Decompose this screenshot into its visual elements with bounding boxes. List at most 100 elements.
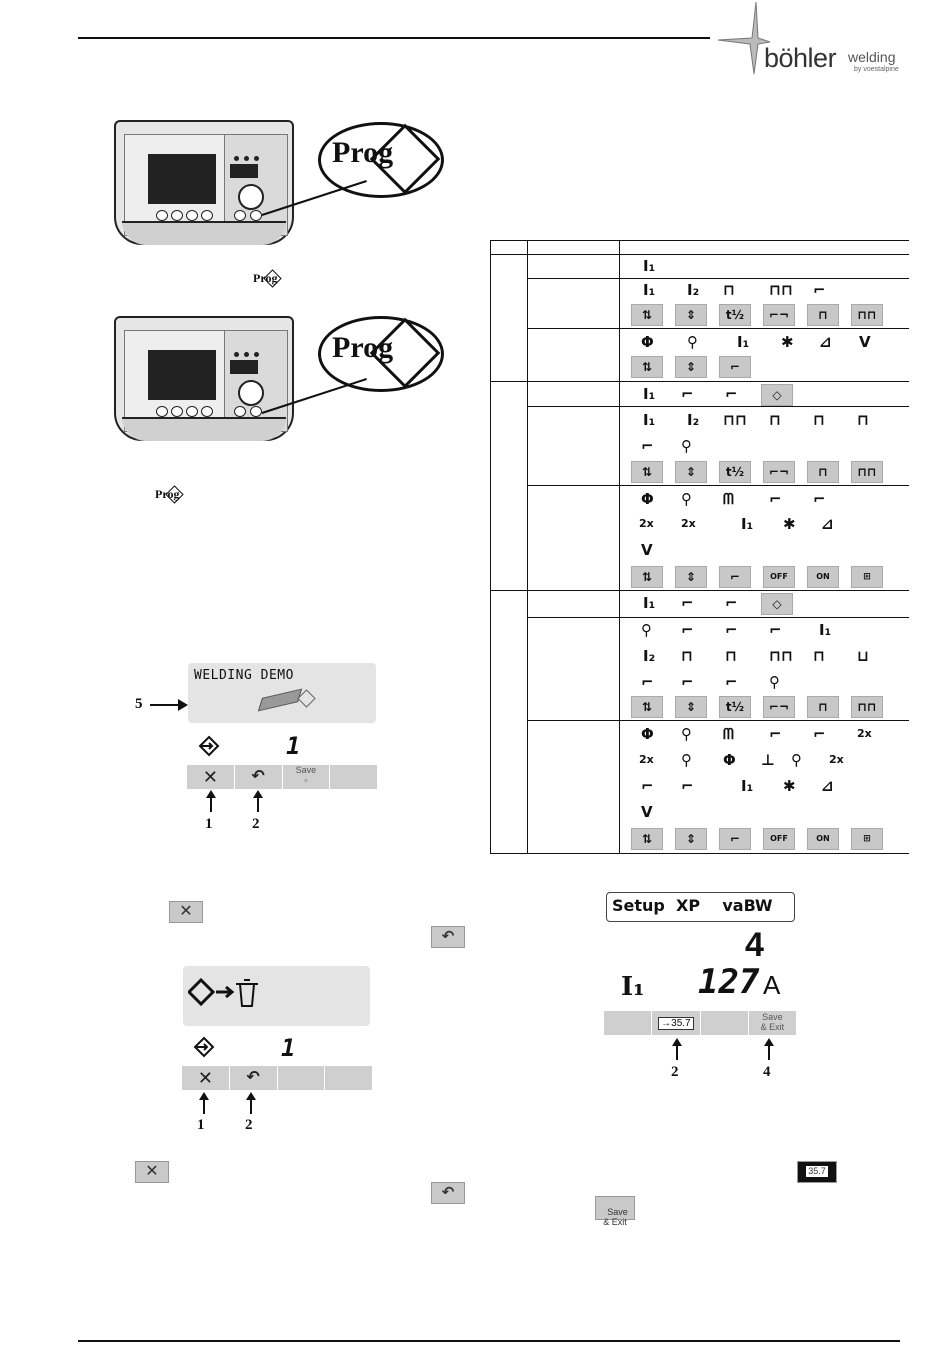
prog-callout-text-1: Prog: [332, 136, 394, 169]
undo-icon: ↶: [246, 1069, 260, 1086]
slope-icon: ⊿: [821, 777, 834, 795]
panel-button: [156, 406, 168, 417]
up-down-icon: ⇅: [631, 696, 663, 718]
close-icon: ✕: [197, 1068, 213, 1088]
pregas2-icon: ⚲: [681, 751, 692, 769]
pulse-percent-icon: ⊓: [725, 647, 737, 665]
softkey-value[interactable]: →35.7: [652, 1011, 701, 1035]
table-rule: [619, 240, 620, 854]
demo-softkey-bar: ✕ ↶ Save▫: [187, 765, 377, 789]
softkey-cancel[interactable]: ✕: [182, 1066, 230, 1090]
arrow-label-2: 2: [252, 816, 260, 832]
off-icon: OFF: [763, 828, 795, 850]
arrow-2: [253, 790, 263, 812]
delete-program-number: 1: [281, 1034, 296, 1062]
postgas-icon: ⚲: [769, 673, 780, 691]
ramp-icon: ⌐¬: [763, 461, 795, 483]
step-icon: ⌐: [719, 356, 751, 378]
arrow-label-1: 1: [197, 1117, 205, 1133]
softkey-back[interactable]: ↶: [230, 1066, 278, 1090]
pulse-percent-icon: ⊓: [813, 411, 825, 429]
softkey-save-label: Save: [295, 765, 317, 775]
updown-alt-icon: ⇕: [675, 566, 707, 588]
demo-screen-title: WELDING DEMO: [194, 668, 294, 683]
inline-close-icon: ✕: [169, 901, 203, 923]
softkey-cancel[interactable]: ✕: [187, 765, 235, 789]
softkey-value-box: →35.7: [658, 1017, 694, 1030]
torch-icon: ⚲: [687, 333, 698, 351]
inline-value-chip: 35.7: [797, 1161, 837, 1183]
symbol-phi: Φ: [641, 490, 654, 508]
crater-icon: ⊔: [857, 647, 869, 665]
phi-slope-icon: Φ: [723, 751, 736, 769]
boehler-logo-swoosh-icon: [717, 1, 771, 75]
t1t2-icon: t½: [719, 696, 751, 718]
panel-base: [122, 221, 286, 245]
t1t2-icon: t½: [719, 461, 751, 483]
pulse-ramp2-icon: ⊓⊓: [851, 461, 883, 483]
symbol-2x: 2x: [857, 727, 872, 740]
inline-value-chip-text: 35.7: [806, 1166, 828, 1177]
pulse-ramp-icon: ⊓: [807, 304, 839, 326]
pulse-a-icon: ⊓: [813, 647, 825, 665]
prog-callout-bubble-1: [318, 122, 444, 198]
arrow-4: [764, 1038, 774, 1060]
panel-button: [234, 210, 246, 221]
prog-callout-bubble-2: [318, 316, 444, 392]
softkey-empty[interactable]: [278, 1066, 326, 1090]
softkey-back[interactable]: ↶: [235, 765, 283, 789]
demo-program-number: 1: [286, 732, 301, 760]
softkey-empty[interactable]: [701, 1011, 749, 1035]
save-disk-icon: ▫: [304, 775, 308, 785]
softkey-empty[interactable]: [604, 1011, 653, 1035]
step-down-icon: ⌐: [725, 594, 738, 612]
table-rule: [527, 278, 909, 279]
downslope-a-icon: ⌐: [681, 673, 694, 691]
arrow-1: [199, 1092, 209, 1114]
multi-pulse-icon: ⊓⊓: [769, 281, 793, 299]
upslope-icon: ⌐: [725, 621, 738, 639]
close-icon: ✕: [202, 767, 218, 787]
table-rule: [527, 406, 909, 407]
symbol-i1: I₁: [643, 257, 656, 275]
updown-alt-icon: ⇕: [675, 828, 707, 850]
softkey-save-exit[interactable]: Save & Exit: [749, 1011, 796, 1035]
pulse-ramp-icon: ⊓: [807, 461, 839, 483]
panel-display: [148, 350, 216, 400]
footer-rule: [78, 1340, 900, 1342]
symbol-i1: I₁: [643, 281, 656, 299]
pulse-a-icon: ⊓: [857, 411, 869, 429]
symbol-i1: I₁: [643, 385, 656, 403]
load-program-icon: [193, 1036, 215, 1058]
softkey-empty[interactable]: [330, 765, 377, 789]
softkey-empty[interactable]: [325, 1066, 372, 1090]
symbol-v: V: [641, 541, 653, 559]
symbol-i1: I₁: [741, 777, 754, 795]
panel-button: [186, 210, 198, 221]
up-down-icon: ⇅: [631, 461, 663, 483]
symbol-i1: I₁: [737, 333, 750, 351]
header-rule: [78, 37, 710, 39]
on-icon: ON: [807, 828, 839, 850]
pulse-icon: ⊓: [681, 647, 693, 665]
start-icon: ⌐: [681, 621, 694, 639]
step-t-icon: ⌐: [641, 777, 654, 795]
callout-arrow-5: [150, 704, 184, 706]
step-icon: ⌐: [769, 725, 782, 743]
program-icon: ◇: [761, 384, 793, 406]
pulse-ramp2-icon: ⊓⊓: [851, 304, 883, 326]
symbol-v: V: [859, 333, 871, 351]
updown-alt-icon: ⇕: [675, 304, 707, 326]
arrow-head-icon: [178, 699, 188, 711]
on-icon: ON: [807, 566, 839, 588]
symbol-phi: Φ: [641, 333, 654, 351]
panel-small-display: [230, 360, 258, 374]
prog-inline-text-1: Prog: [253, 271, 278, 285]
step-t2-icon: ⌐: [681, 777, 694, 795]
logo-by-text: by voestalpine: [854, 66, 899, 73]
softkey-save[interactable]: Save▫: [283, 765, 331, 789]
ramp-icon: ⌐¬: [763, 696, 795, 718]
panel-base: [122, 417, 286, 441]
up-down-icon: ⇅: [631, 304, 663, 326]
pulse-ramp2-icon: ⊓⊓: [851, 696, 883, 718]
